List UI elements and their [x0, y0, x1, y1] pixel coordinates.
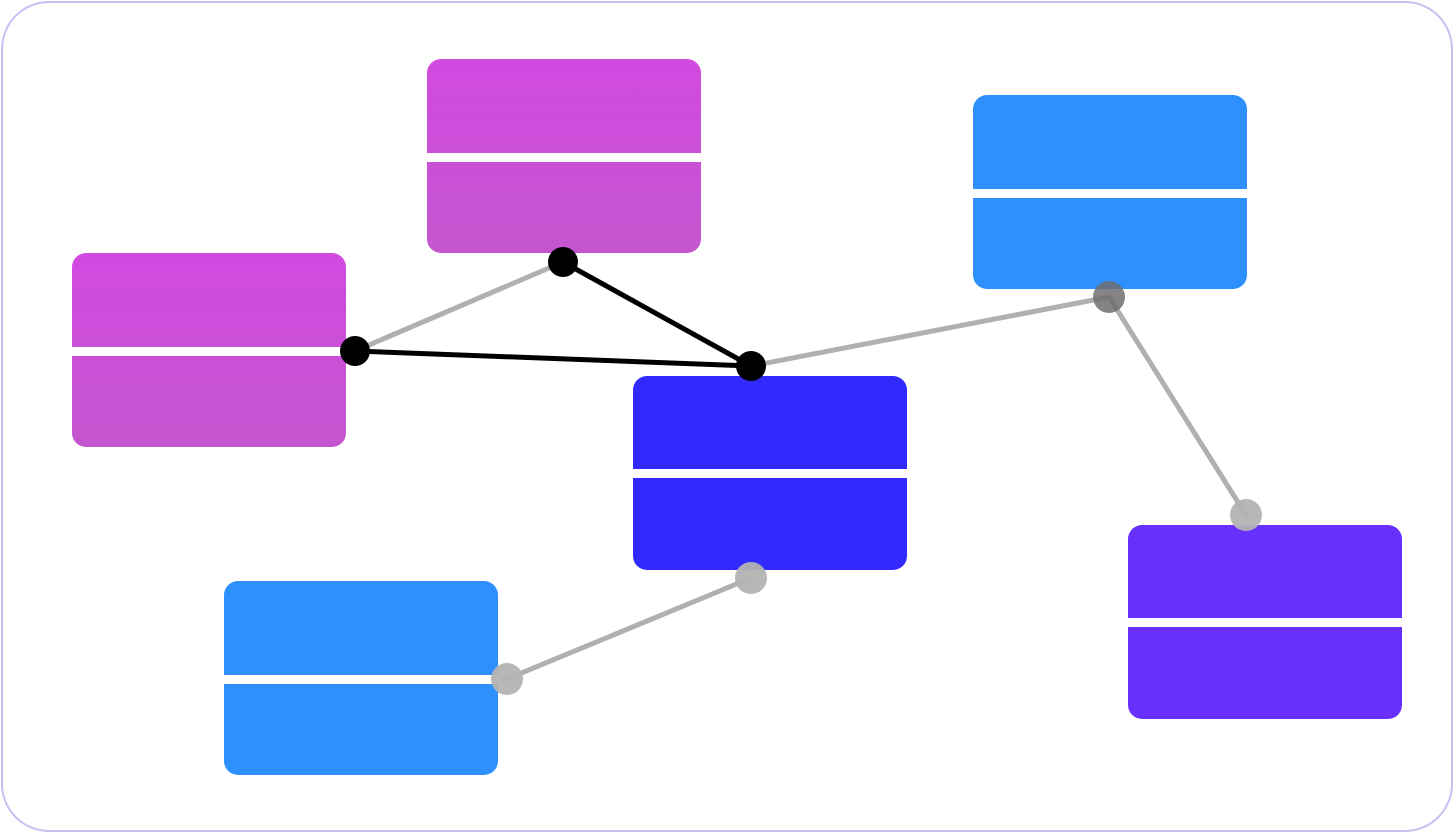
node-divider — [633, 469, 907, 478]
node-divider — [1128, 618, 1402, 627]
port-pink-top-bottom[interactable] — [548, 247, 578, 277]
node-pink-left[interactable] — [72, 253, 346, 447]
port-indigo-bottom[interactable] — [735, 562, 767, 594]
node-divider — [224, 675, 498, 684]
node-sky-top-right[interactable] — [973, 95, 1247, 289]
port-indigo-top[interactable] — [736, 351, 766, 381]
port-pink-left-right[interactable] — [340, 336, 370, 366]
edge-pink-left-to-pink-top[interactable] — [352, 259, 566, 354]
port-sky-bottom-left-right[interactable] — [491, 663, 523, 695]
node-indigo-center[interactable] — [633, 376, 907, 570]
node-pink-top[interactable] — [427, 59, 701, 253]
edge-sky-top-right-to-violet[interactable] — [1106, 294, 1249, 518]
edge-indigo-to-sky-bottom-left[interactable] — [504, 575, 754, 682]
node-divider — [973, 189, 1247, 198]
port-violet-top[interactable] — [1230, 499, 1262, 531]
port-sky-top-right-bottom[interactable] — [1093, 281, 1125, 313]
edge-pink-top-to-indigo[interactable] — [560, 259, 754, 369]
node-divider — [427, 153, 701, 162]
node-violet-right[interactable] — [1128, 525, 1402, 719]
node-divider — [72, 347, 346, 356]
edge-indigo-to-sky-top-right[interactable] — [748, 294, 1112, 369]
edge-pink-left-to-indigo[interactable] — [352, 348, 754, 369]
node-sky-bottom-left[interactable] — [224, 581, 498, 775]
